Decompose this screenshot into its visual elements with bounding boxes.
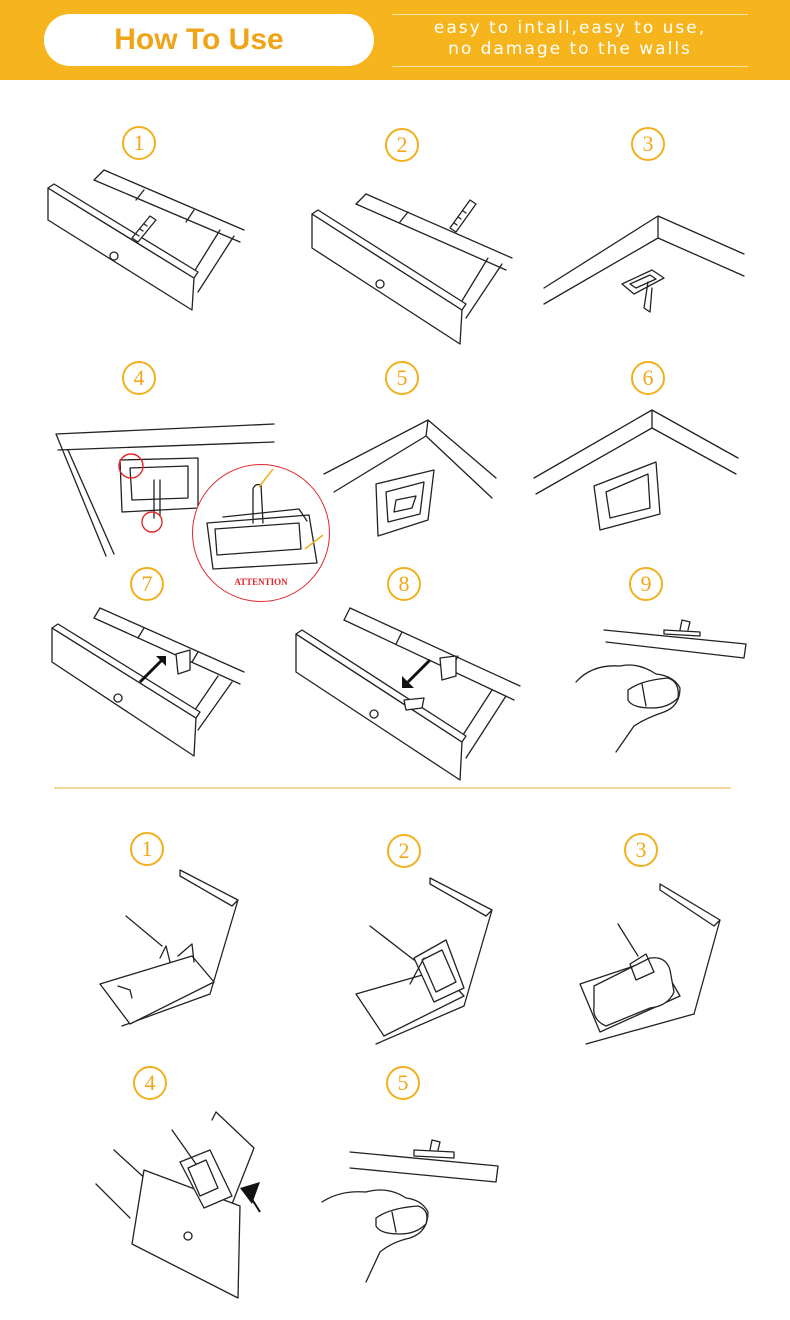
step-badge-5: 5 bbox=[385, 361, 419, 395]
remove-step-4-unlock-illustration bbox=[95, 1111, 261, 1299]
latch-closeup-illustration bbox=[206, 468, 324, 570]
step-9-press-release-illustration bbox=[575, 619, 747, 753]
step-1-drawer-measure-illustration bbox=[47, 169, 245, 311]
remove-step-badge-4: 4 bbox=[133, 1066, 167, 1100]
tagline: easy to intall,easy to use, no damage to… bbox=[392, 18, 748, 60]
step-badge-9: 9 bbox=[629, 567, 663, 601]
remove-step-5-press-illustration bbox=[321, 1139, 499, 1283]
tagline-rule-top bbox=[392, 14, 748, 15]
step-7-drawer-push-illustration bbox=[51, 607, 245, 757]
remove-step-badge-2: 2 bbox=[387, 834, 421, 868]
step-badge-1: 1 bbox=[122, 126, 156, 160]
tagline-rule-bottom bbox=[392, 66, 748, 67]
remove-step-badge-3: 3 bbox=[624, 833, 658, 867]
step-5-latch-installed-illustration bbox=[323, 419, 497, 537]
step-badge-3: 3 bbox=[631, 127, 665, 161]
remove-step-badge-1: 1 bbox=[130, 832, 164, 866]
remove-step-2-latch-illustration bbox=[355, 877, 493, 1045]
step-2-drawer-measure-illustration bbox=[311, 193, 513, 345]
remove-step-badge-5: 5 bbox=[386, 1066, 420, 1100]
tagline-line-2: no damage to the walls bbox=[448, 39, 692, 59]
step-badge-2: 2 bbox=[385, 128, 419, 162]
page-title: How To Use bbox=[114, 23, 284, 56]
step-8-drawer-close-illustration bbox=[295, 607, 521, 781]
step-6-latch-cover-illustration bbox=[533, 409, 739, 531]
step-badge-4: 4 bbox=[122, 361, 156, 395]
step-badge-7: 7 bbox=[130, 567, 164, 601]
section-divider bbox=[54, 787, 731, 789]
header-banner: How To Use easy to intall,easy to use, n… bbox=[0, 0, 790, 80]
step-badge-6: 6 bbox=[631, 361, 665, 395]
attention-label: ATTENTION bbox=[234, 577, 288, 587]
remove-step-3-cover-illustration bbox=[579, 883, 721, 1045]
remove-step-1-base-illustration bbox=[99, 869, 239, 1027]
step-3-mount-latch-illustration bbox=[543, 215, 745, 313]
tagline-line-1: easy to intall,easy to use, bbox=[433, 18, 707, 38]
step-badge-8: 8 bbox=[387, 567, 421, 601]
attention-detail-callout: ATTENTION bbox=[192, 464, 330, 602]
title-pill: How To Use bbox=[44, 14, 374, 66]
